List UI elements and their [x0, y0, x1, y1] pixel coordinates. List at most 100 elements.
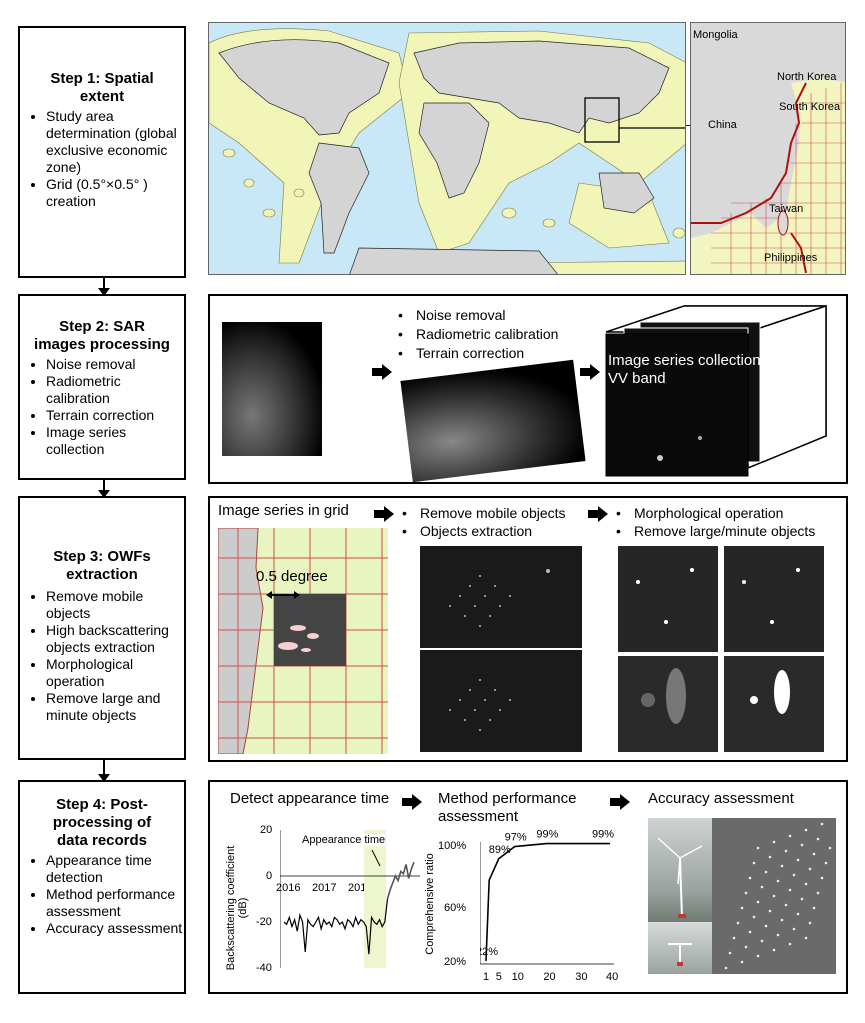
arrow-right-icon [580, 364, 600, 380]
arrow-step1-step2 [98, 278, 110, 296]
step4-title: Step 4: Post-processing of data records [52, 796, 152, 849]
turbine-dot [804, 828, 808, 832]
owf-image-2 [420, 650, 582, 752]
label-north-korea: North Korea [777, 71, 837, 83]
label-philippines: Philippines [764, 252, 818, 264]
double-arrow-icon [266, 591, 300, 599]
c2-xtick: 20 [543, 971, 555, 983]
morph-image-2 [724, 546, 824, 652]
arrow-right-icon [374, 506, 394, 522]
c1-ytick: -20 [256, 916, 272, 928]
stack-label: Image series collection in VV band [608, 352, 777, 387]
c2-ytick: 60% [444, 902, 467, 914]
turbine-dot [776, 879, 780, 883]
world-map-svg [209, 28, 685, 274]
inset-grid [711, 83, 845, 274]
turbine-dot [788, 888, 792, 892]
turbine-dot [792, 927, 796, 931]
c2-xtick: 5 [496, 971, 502, 983]
turbine-dot [740, 906, 744, 910]
turbine-dot [780, 864, 784, 868]
p2-bullet: Noise removal [398, 306, 506, 324]
c2-ylabel: Comprehensive ratio [424, 853, 436, 955]
step2-bullet: Noise removal [46, 356, 184, 373]
turbine-dot [744, 891, 748, 895]
inset-box [584, 97, 620, 143]
turbine-dot [756, 954, 760, 958]
turbine-dot [816, 837, 820, 841]
c1-series-line [283, 898, 389, 955]
step3-bullets: Remove mobile objects High backscatterin… [20, 588, 184, 724]
turbine-photo [648, 818, 712, 922]
turbine-dot [816, 891, 820, 895]
c2-data-label: 99% [536, 829, 558, 841]
c2-data-label: 89% [489, 844, 511, 856]
turbine-dot [740, 960, 744, 964]
c2-xtick: 40 [606, 971, 618, 983]
grid-map-svg [218, 528, 388, 754]
turbine-dot [768, 909, 772, 913]
label-taiwan: Taiwan [769, 203, 804, 215]
turbine-dot [784, 903, 788, 907]
turbine-dot [820, 876, 824, 880]
step4-bullet: Appearance time detection [46, 852, 184, 886]
c2-xtick: 1 [483, 971, 489, 983]
label-china: China [708, 119, 737, 131]
step4-bullet: Accuracy assessment [46, 920, 184, 937]
step3-bullet: Remove mobile objects [46, 588, 184, 622]
label-mongolia: Mongolia [693, 29, 738, 41]
c2-ytick: 100% [438, 840, 467, 852]
turbine-dot [804, 936, 808, 940]
c2-series-line [485, 842, 610, 961]
step1-bullet: Grid (0.5°×0.5° ) creation [46, 176, 184, 210]
c2-data-label: 97% [505, 832, 527, 844]
step2-bullet: Terrain correction [46, 407, 184, 424]
turbine-dot [764, 870, 768, 874]
step3-bullet: Remove large and minute objects [46, 690, 184, 724]
c1-plot [280, 830, 420, 968]
step1-bullets: Study area determination (global exclusi… [20, 108, 184, 210]
turbine-dot [748, 930, 752, 934]
c1-ytick: 0 [266, 870, 273, 882]
c2-xtick: 10 [512, 971, 524, 983]
p4-title-2: Method performance assessment [438, 790, 577, 825]
step3-box: Step 3: OWFs extraction Remove mobile ob… [18, 496, 186, 760]
turbine-dot [748, 876, 752, 880]
turbine-dot [804, 882, 808, 886]
annotation-pointer [371, 849, 381, 867]
step4-bullets: Appearance time detection Method perform… [20, 852, 184, 937]
p4-title-1: Detect appearance time [230, 790, 390, 807]
turbine-dot [796, 912, 800, 916]
turbine-dot [792, 873, 796, 877]
morph-image-1 [618, 546, 718, 652]
turbine-dot [800, 843, 804, 847]
backscatter-chart: Backscattering coefficient (dB) 20 0 -20… [220, 824, 420, 986]
turbine-dot [772, 840, 776, 844]
arrow-step3-step4 [98, 760, 110, 782]
turbine-dot [752, 915, 756, 919]
sar-raw-image [222, 322, 322, 456]
c1-ylabel: Backscattering coefficient (dB) [225, 845, 249, 971]
step2-title: Step 2: SAR images processing [34, 318, 170, 353]
turbine-dot [756, 846, 760, 850]
turbine-dot [784, 849, 788, 853]
turbine-dot [736, 921, 740, 925]
turbine-dot [724, 966, 728, 970]
turbine-photo-2 [648, 922, 712, 974]
step4-box: Step 4: Post-processing of data records … [18, 780, 186, 994]
turbine-dot [728, 951, 732, 955]
owf-satellite-photo [712, 818, 836, 974]
p3-right-bullet: Morphological operation [616, 504, 783, 522]
step3-bullet: Morphological operation [46, 656, 184, 690]
c1-series-line-after [386, 861, 415, 900]
world-map [208, 22, 686, 275]
turbine-dot [812, 852, 816, 856]
turbine-dot [820, 822, 824, 826]
turbine-dot [808, 921, 812, 925]
appearance-annotation: Appearance time [302, 834, 386, 846]
step2-bullet: Image series collection [46, 424, 184, 458]
label-south-korea: South Korea [779, 101, 841, 113]
step1-box: Step 1: Spatial extent Study area determ… [18, 26, 186, 278]
step4-bullet: Method performance assessment [46, 886, 184, 920]
